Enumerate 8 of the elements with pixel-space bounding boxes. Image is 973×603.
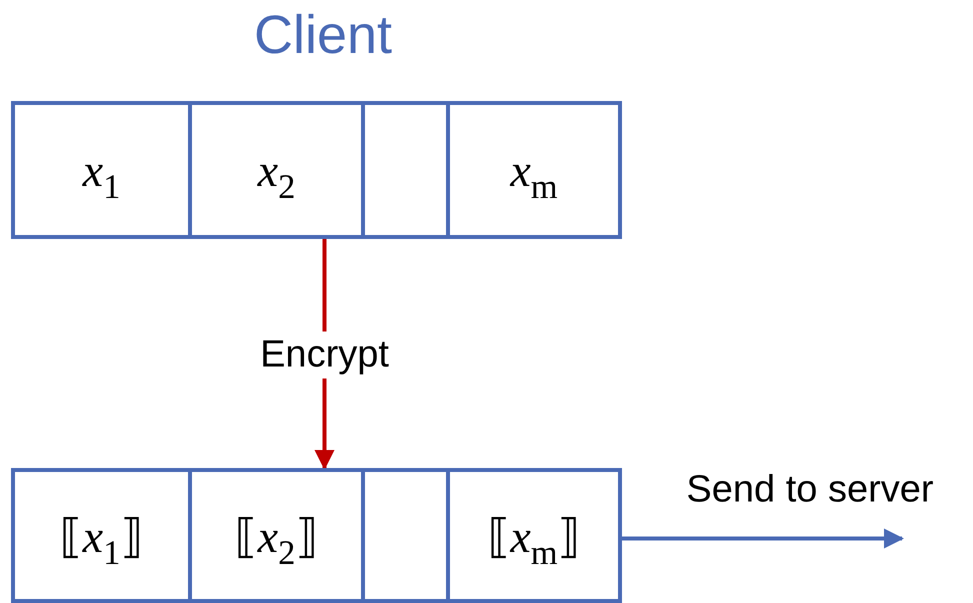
variable-text: x$_{2}$ (258, 144, 296, 196)
variable-text: x$_{m}$ (510, 144, 558, 196)
variable-text: ⟦x$_{2}$⟧ (234, 510, 318, 562)
title: Client (252, 4, 394, 66)
variable-text: ⟦x$_{1}$⟧ (60, 510, 144, 562)
variable-text: ⟦x$_{m}$⟧ (487, 510, 581, 562)
variable-text: x$_{1}$ (82, 144, 120, 196)
arrow (622, 528, 904, 548)
